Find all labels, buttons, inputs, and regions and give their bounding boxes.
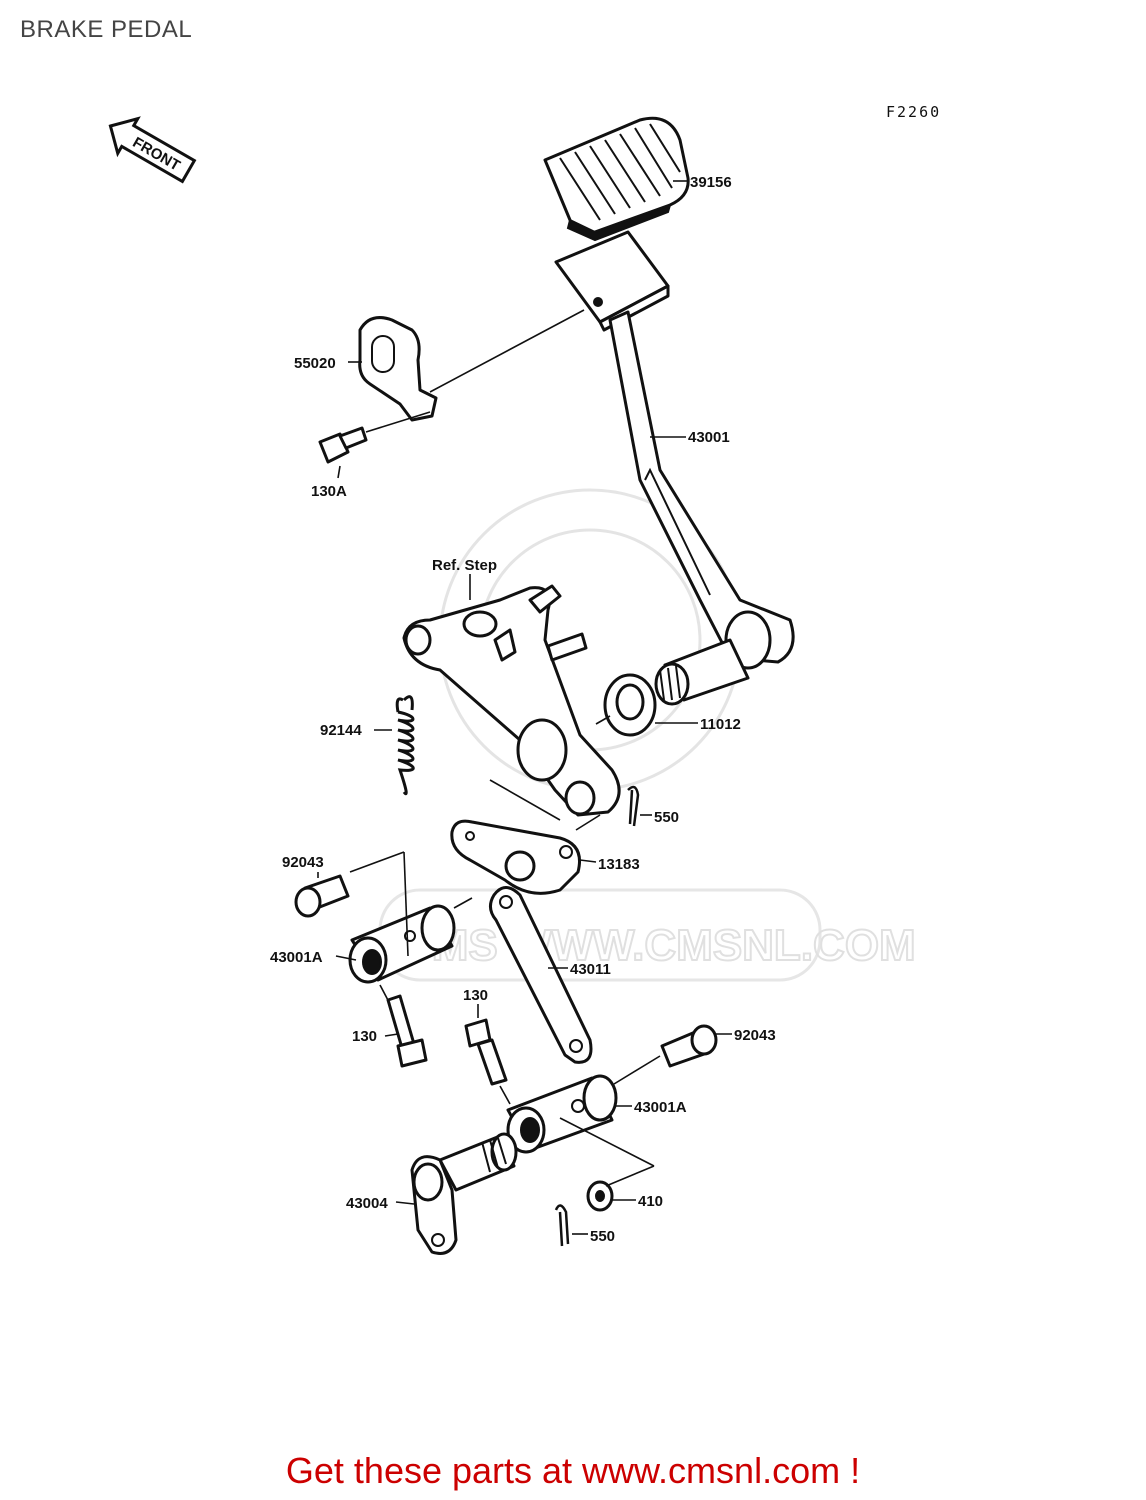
rod: [489, 886, 593, 1064]
callout-55020: 55020: [294, 355, 336, 372]
callout-43011: 43011: [570, 961, 611, 978]
callout-43001: 43001: [688, 429, 730, 446]
callout-11012: 11012: [700, 716, 741, 733]
callout-550-top: 550: [654, 809, 679, 826]
callout-39156: 39156: [690, 174, 732, 191]
brake-pedal-arm: [554, 230, 795, 706]
ref-step-label: Ref. Step: [432, 557, 497, 574]
page-title: BRAKE PEDAL: [20, 16, 193, 43]
callout-43004: 43004: [346, 1195, 388, 1212]
callout-130a: 130A: [311, 483, 347, 500]
lever-plate: [450, 819, 581, 895]
cotter-pin-bottom: [554, 1204, 570, 1247]
washer: [586, 1180, 614, 1212]
watermark-text: CMS WWW.CMSNL.COM: [400, 921, 916, 970]
callout-550-bottom: 550: [590, 1228, 615, 1245]
shaft-lever: [410, 1132, 518, 1255]
callout-410: 410: [638, 1193, 663, 1210]
pedal-pad: [543, 116, 690, 242]
figure-code: F2260: [886, 103, 941, 121]
stopper-bracket: [358, 316, 438, 422]
callout-92144: 92144: [320, 722, 362, 739]
callout-92043-right: 92043: [734, 1027, 776, 1044]
callout-92043-left: 92043: [282, 854, 324, 871]
callout-43001a-left: 43001A: [270, 949, 323, 966]
seal: [603, 673, 657, 737]
callout-130-left: 130: [352, 1028, 377, 1045]
cotter-pin-top: [627, 785, 640, 827]
pin-right: [660, 1024, 718, 1068]
bolt-130-mid: [464, 1018, 508, 1086]
bolt-130a: [318, 426, 368, 464]
callout-130-mid: 130: [463, 987, 488, 1004]
step-bracket: [402, 584, 621, 817]
joint-right: [506, 1074, 618, 1154]
callout-13183: 13183: [598, 856, 640, 873]
spring: [395, 695, 415, 796]
pin-left: [294, 874, 350, 918]
leader-lines: [317, 180, 732, 1235]
joint-left: [348, 904, 456, 984]
front-arrow-icon: FRONT: [108, 116, 197, 184]
promo-banner[interactable]: Get these parts at www.cmsnl.com !: [285, 1450, 861, 1491]
callout-43001a-right: 43001A: [634, 1099, 687, 1116]
bolt-130-left: [386, 994, 428, 1068]
